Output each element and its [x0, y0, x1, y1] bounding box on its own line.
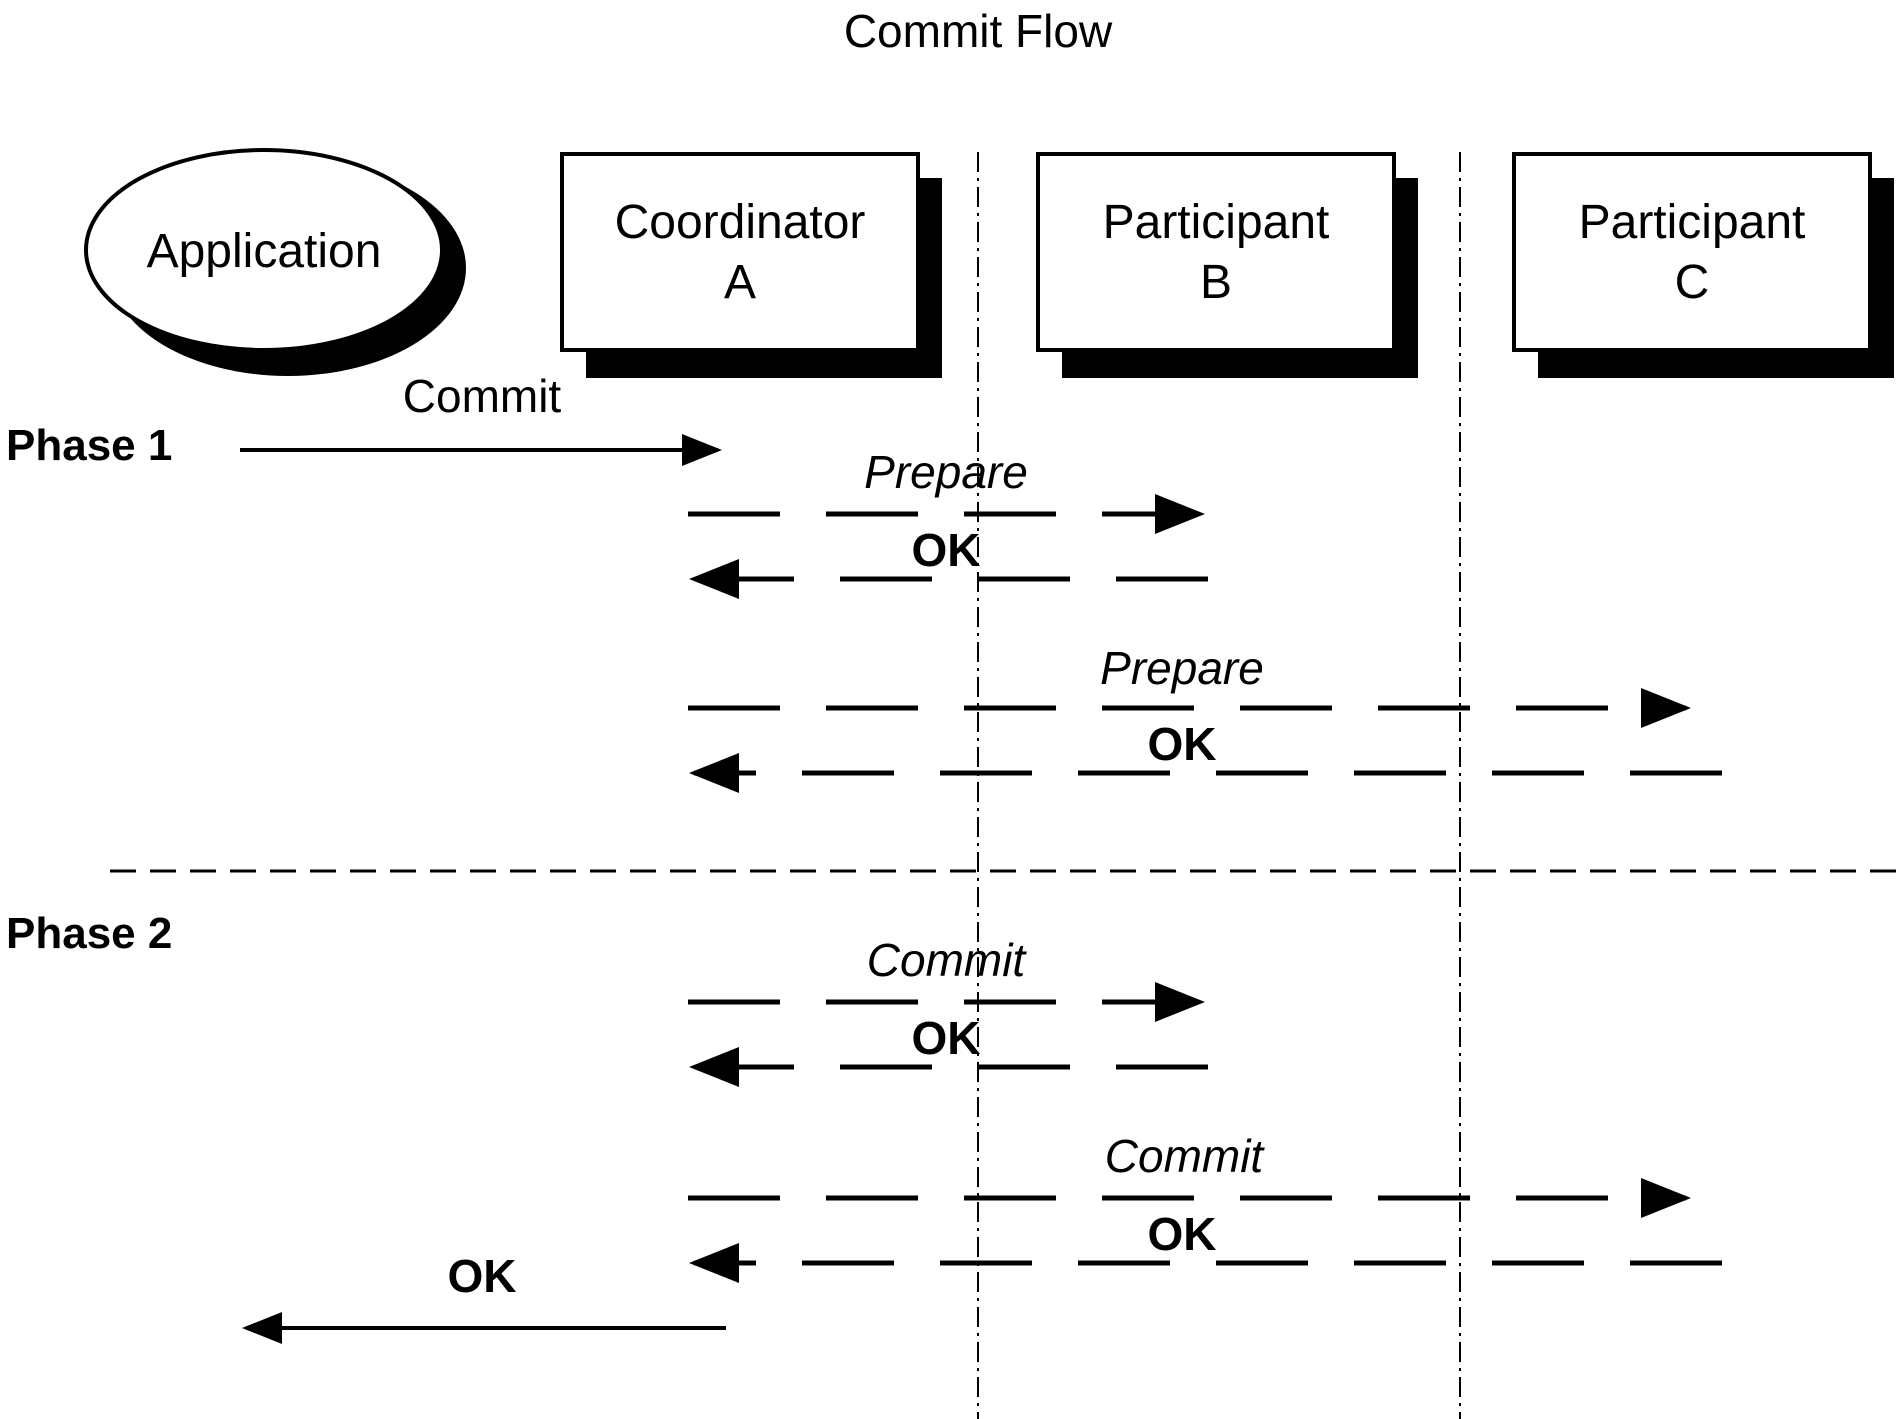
participant-b-name: Participant [1103, 196, 1330, 249]
participant-c-rect [1512, 152, 1872, 352]
ok-c-label: OK [1148, 718, 1217, 770]
app-ok-label: OK [448, 1250, 517, 1302]
coordinator-a-id: A [724, 256, 756, 309]
phase-1-label: Phase 1 [6, 421, 172, 470]
participant-c-id: C [1675, 256, 1710, 309]
phase-2-label: Phase 2 [6, 909, 172, 958]
application-node: Application [84, 148, 466, 376]
participant-c-box: Participant C [1512, 152, 1894, 378]
participant-c-name: Participant [1579, 196, 1806, 249]
app-commit-label: Commit [403, 370, 562, 422]
prepare-b-label: Prepare [864, 446, 1028, 498]
prepare-c-label: Prepare [1100, 642, 1264, 694]
commit-c-label: Commit [1105, 1130, 1266, 1182]
ok-b2-label: OK [912, 1012, 981, 1064]
coordinator-a-name: Coordinator [615, 196, 866, 249]
application-label: Application [147, 225, 382, 278]
ok-b-label: OK [912, 524, 981, 576]
ok-c2-label: OK [1148, 1208, 1217, 1260]
commit-b-label: Commit [867, 934, 1028, 986]
participant-b-box: Participant B [1036, 152, 1418, 378]
participant-b-id: B [1200, 256, 1232, 309]
coordinator-a-box: Coordinator A [560, 152, 942, 378]
diagram-title: Commit Flow [844, 5, 1113, 57]
coordinator-a-rect [560, 152, 920, 352]
participant-b-rect [1036, 152, 1396, 352]
application-ellipse [84, 148, 444, 352]
